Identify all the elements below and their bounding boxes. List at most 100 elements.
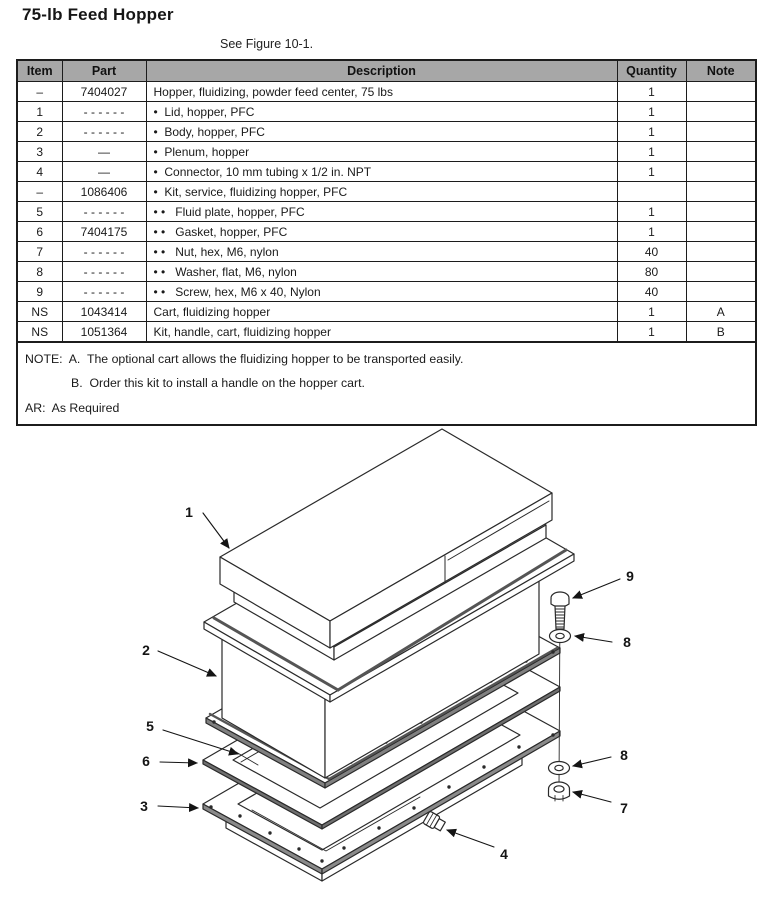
cell-quantity: 1 [616,141,687,162]
cell-note: B [685,321,755,342]
table-row: 3 — • Plenum, hopper 1 [18,141,755,162]
cell-part: 7404027 [61,81,147,102]
plenum-bolt-holes [209,733,555,863]
table-row: NS 1051364 Kit, handle, cart, fluidizing… [18,321,755,342]
cell-item: 9 [18,281,63,302]
table-notes: NOTE: A. The optional cart allows the fl… [18,342,755,424]
cell-description: • Body, hopper, PFC [145,121,618,142]
table-row: 5 - - - - - - • • Fluid plate, hopper, P… [18,201,755,222]
parts-table: Item Part Description Quantity Note – 74… [18,61,755,342]
cell-item: – [18,181,63,202]
cell-item: 1 [18,101,63,122]
cell-description: • • Gasket, hopper, PFC [145,221,618,242]
table-row: 7 - - - - - - • • Nut, hex, M6, nylon 40 [18,241,755,262]
table-row: 9 - - - - - - • • Screw, hex, M6 x 40, N… [18,281,755,302]
cell-quantity: 40 [616,241,687,262]
table-row: 4 — • Connector, 10 mm tubing x 1/2 in. … [18,161,755,182]
cell-description: • • Nut, hex, M6, nylon [145,241,618,262]
cell-note [685,261,755,282]
cell-note: A [685,301,755,322]
cell-description: • • Washer, flat, M6, nylon [145,261,618,282]
cell-item: 8 [18,261,63,282]
table-row: 2 - - - - - - • Body, hopper, PFC 1 [18,121,755,142]
table-row: NS 1043414 Cart, fluidizing hopper 1 A [18,301,755,322]
table-row: 1 - - - - - - • Lid, hopper, PFC 1 [18,101,755,122]
cell-quantity: 1 [616,221,687,242]
washer-top-part-drawing [548,628,572,644]
cell-note [685,81,755,102]
cell-quantity [616,181,687,202]
figure-reference: See Figure 10-1. [220,37,314,51]
table-row: – 1086406 • Kit, service, fluidizing hop… [18,181,755,202]
cell-item: NS [18,301,63,322]
connector-part-drawing [422,811,446,832]
callout-label-2: 2 [142,642,150,658]
cell-item: 4 [18,161,63,182]
cell-description: Cart, fluidizing hopper [145,301,618,322]
cell-part: - - - - - - [61,101,147,122]
cell-description: Hopper, fluidizing, powder feed center, … [145,81,618,102]
page-title: 75-lb Feed Hopper [22,5,174,24]
cell-item: 6 [18,221,63,242]
cell-item: 3 [18,141,63,162]
cell-part: — [61,141,147,162]
cell-part: 1086406 [61,181,147,202]
cell-quantity: 1 [616,201,687,222]
column-header-item: Item [18,61,63,82]
exploded-view-figure: 1 2 5 6 3 9 8 8 7 4 [0,425,770,900]
note-line-b: B. Order this kit to install a handle on… [71,376,365,390]
cell-part: - - - - - - [61,261,147,282]
nut-part-drawing [547,781,571,802]
cell-item: NS [18,321,63,342]
cell-part: - - - - - - [61,241,147,262]
cell-item: 2 [18,121,63,142]
cell-note [685,121,755,142]
parts-table-block: Item Part Description Quantity Note – 74… [16,59,757,426]
cell-item: 7 [18,241,63,262]
cell-description: Kit, handle, cart, fluidizing hopper [145,321,618,342]
cell-part: 1043414 [61,301,147,322]
table-row: – 7404027 Hopper, fluidizing, powder fee… [18,81,755,102]
callout-label-7: 7 [620,800,628,816]
column-header-quantity: Quantity [616,61,687,82]
callout-label-6: 6 [142,753,150,769]
cell-quantity: 1 [616,161,687,182]
cell-note [685,181,755,202]
cell-quantity: 1 [616,301,687,322]
cell-note [685,201,755,222]
callout-label-1: 1 [185,504,193,520]
cell-quantity: 40 [616,281,687,302]
column-header-part: Part [61,61,147,82]
cell-quantity: 1 [616,321,687,342]
table-row: 8 - - - - - - • • Washer, flat, M6, nylo… [18,261,755,282]
cell-part: 1051364 [61,321,147,342]
cell-note [685,101,755,122]
callout-label-4: 4 [500,846,508,862]
cell-quantity: 1 [616,121,687,142]
cell-note [685,241,755,262]
column-header-description: Description [145,61,618,82]
cell-part: — [61,161,147,182]
cell-item: 5 [18,201,63,222]
callout-label-8-top: 8 [623,634,631,650]
cell-description: • Lid, hopper, PFC [145,101,618,122]
cell-note [685,161,755,182]
table-header-row: Item Part Description Quantity Note [18,61,755,82]
cell-quantity: 1 [616,101,687,122]
callout-label-5: 5 [146,718,154,734]
column-header-note: Note [685,61,755,82]
cell-quantity: 1 [616,81,687,102]
lid-part-drawing [219,428,553,649]
callout-label-8-bottom: 8 [620,747,628,763]
callout-label-3: 3 [140,798,148,814]
cell-description: • Kit, service, fluidizing hopper, PFC [145,181,618,202]
note-line-a: NOTE: A. The optional cart allows the fl… [25,352,464,366]
cell-description: • Plenum, hopper [145,141,618,162]
screw-part-drawing [550,591,570,630]
cell-part: - - - - - - [61,201,147,222]
cell-note [685,221,755,242]
cell-part: 7404175 [61,221,147,242]
cell-note [685,141,755,162]
cell-part: - - - - - - [61,281,147,302]
cell-quantity: 80 [616,261,687,282]
